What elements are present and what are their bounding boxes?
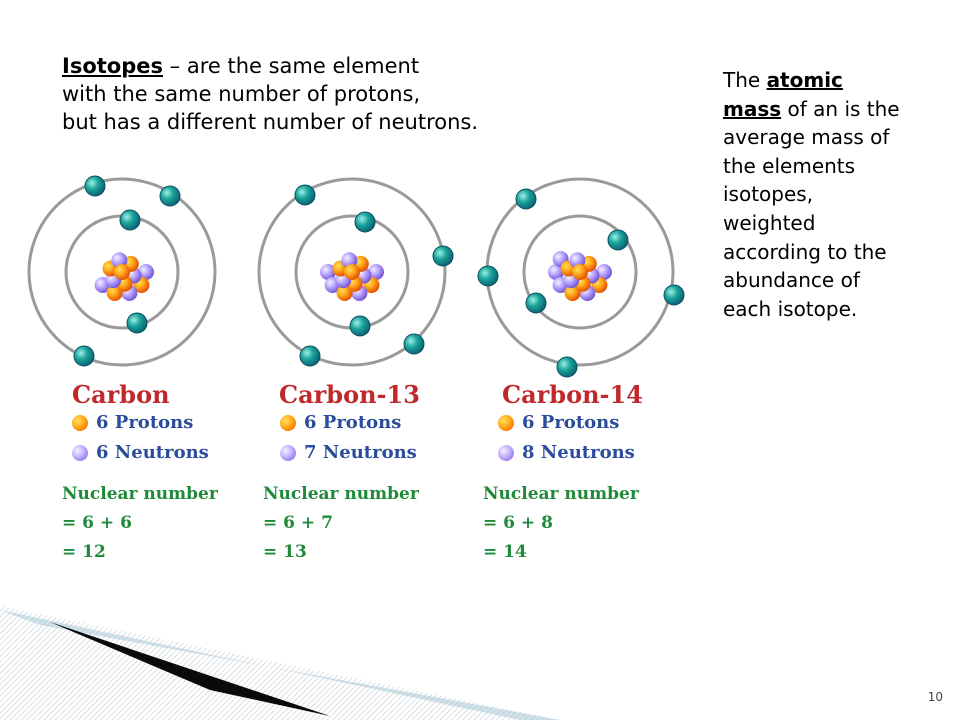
atomic-mass-rest: of an is the average mass of the element… [723, 96, 900, 321]
neutron [596, 264, 612, 280]
electron [126, 312, 148, 334]
carbon-nuclear-number: Nuclear number = 6 + 6 = 12 [62, 480, 218, 567]
carbon-13-nuclear-label: Nuclear number [263, 484, 419, 504]
carbon-14-neutrons-label: 8 Neutrons [522, 442, 635, 463]
neutron-icon [498, 444, 514, 461]
carbon-13-protons-label: 6 Protons [304, 412, 402, 433]
isotopes-definition: Isotopes – are the same element with the… [62, 52, 582, 136]
carbon-protons-label: 6 Protons [96, 412, 194, 433]
carbon-neutrons-label: 6 Neutrons [96, 442, 209, 463]
atom-3 [477, 177, 685, 378]
atomic-mass-definition: The atomic mass of an is the average mas… [723, 66, 903, 323]
inner-orbit [522, 214, 638, 330]
carbon-equation: = 6 + 6 [62, 513, 132, 533]
carbon-14-equation: = 6 + 8 [483, 513, 553, 533]
proton [106, 284, 123, 301]
definition-line-3: but has a different number of neutrons. [62, 110, 479, 134]
proton [336, 284, 353, 301]
electron [525, 292, 547, 314]
electron [354, 211, 376, 233]
electron [119, 209, 141, 231]
page-number: 10 [927, 690, 943, 704]
electron [432, 245, 454, 267]
carbon-13-neutrons-legend: 7 Neutrons [280, 442, 417, 463]
neutron [548, 264, 564, 280]
carbon-nuclear-label: Nuclear number [62, 484, 218, 504]
electron [294, 184, 316, 206]
isotope-name-carbon-14: Carbon-14 [502, 380, 643, 409]
isotope-name-carbon: Carbon [72, 380, 170, 409]
electron [403, 333, 425, 355]
atomic-term: atomic [766, 68, 843, 92]
carbon-protons-legend: 6 Protons [72, 412, 193, 433]
carbon-neutrons-legend: 6 Neutrons [72, 442, 209, 463]
electron [663, 284, 685, 306]
definition-line-2: with the same number of protons, [62, 82, 421, 106]
proton-icon [72, 414, 88, 431]
electron [299, 345, 321, 367]
electron [607, 229, 629, 251]
carbon-13-result: = 13 [263, 542, 307, 562]
electron [73, 345, 95, 367]
electron [515, 188, 537, 210]
carbon-14-nuclear-label: Nuclear number [483, 484, 639, 504]
neutron [138, 264, 154, 280]
definition-line-1-rest: – are the same element [162, 54, 420, 78]
electron [84, 175, 106, 197]
outer-orbit [27, 177, 217, 367]
atom-1 [27, 175, 217, 367]
carbon-14-protons-label: 6 Protons [522, 412, 620, 433]
neutron [368, 264, 384, 280]
carbon-14-result: = 14 [483, 542, 527, 562]
carbon-13-nuclear-number: Nuclear number = 6 + 7 = 13 [263, 480, 419, 567]
carbon-13-protons-legend: 6 Protons [280, 412, 401, 433]
proton [344, 264, 360, 280]
proton [114, 264, 130, 280]
atomic-mass-prefix: The [723, 68, 767, 92]
carbon-14-nuclear-number: Nuclear number = 6 + 8 = 14 [483, 480, 639, 567]
isotopes-term: Isotopes [62, 54, 163, 78]
proton-icon [498, 414, 514, 431]
definition-line-1: Isotopes – are the same element [62, 52, 582, 80]
mass-term: mass [723, 96, 782, 121]
neutron [320, 264, 336, 280]
hatched-wedge [0, 606, 560, 720]
electron [556, 356, 578, 378]
electron [159, 185, 181, 207]
carbon-14-protons-legend: 6 Protons [498, 412, 619, 433]
carbon-result: = 12 [62, 542, 106, 562]
carbon-13-neutrons-label: 7 Neutrons [304, 442, 417, 463]
atom-2 [257, 177, 454, 367]
dark-wedge [50, 622, 330, 716]
electron [349, 315, 371, 337]
neutron-icon [72, 444, 88, 461]
proton [564, 284, 581, 301]
carbon-13-equation: = 6 + 7 [263, 513, 333, 533]
outer-orbit [257, 177, 447, 367]
carbon-14-neutrons-legend: 8 Neutrons [498, 442, 635, 463]
proton [572, 264, 588, 280]
electron [477, 265, 499, 287]
neutron-icon [280, 444, 296, 461]
proton-icon [280, 414, 296, 431]
isotope-name-carbon-13: Carbon-13 [279, 380, 420, 409]
